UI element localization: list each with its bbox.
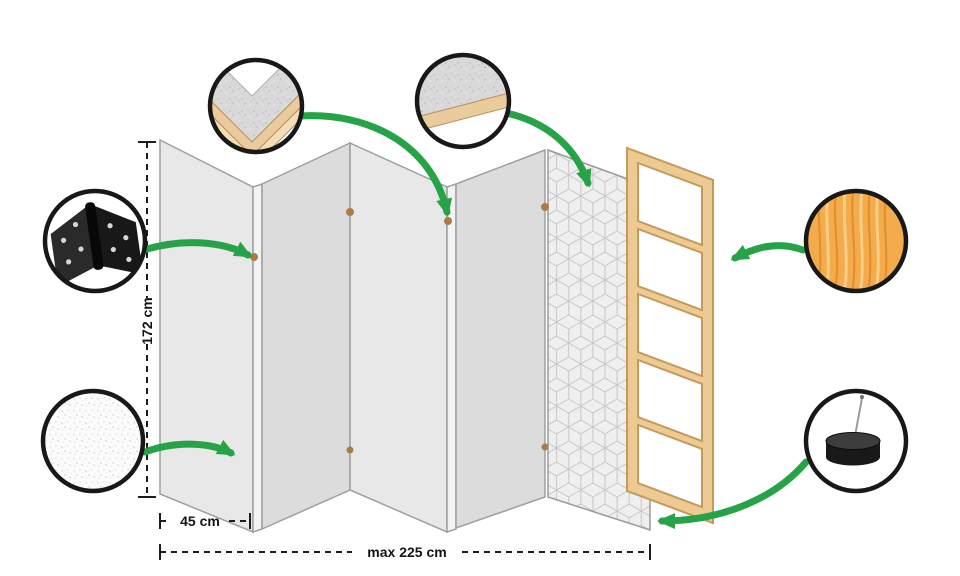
hinge-left-plate bbox=[50, 206, 95, 287]
wood-grain-light bbox=[824, 191, 830, 291]
fleece-texture bbox=[43, 391, 143, 491]
wood-grain-light bbox=[842, 191, 848, 291]
pine-wood-detail-icon bbox=[803, 188, 909, 294]
fleece-texture-detail-icon bbox=[40, 388, 146, 494]
surface-wood-batten bbox=[417, 91, 509, 133]
arrow-covered-surface bbox=[502, 109, 592, 188]
height-dim-label: 172 cm bbox=[139, 297, 155, 344]
screen-panel-3 bbox=[349, 141, 448, 534]
arrow-hinge bbox=[143, 239, 253, 259]
foot-pad-top bbox=[825, 432, 881, 450]
panel-edge-strip-1 bbox=[252, 182, 263, 534]
wood-grain-dark bbox=[851, 191, 856, 291]
panel-width-dim-ticks bbox=[159, 513, 251, 529]
hinge-screw-hole bbox=[110, 246, 116, 253]
screen-panel-2 bbox=[261, 141, 351, 531]
hinge-pin bbox=[541, 443, 549, 451]
hinge-screw-hole bbox=[61, 237, 67, 243]
hinge-screw-hole bbox=[78, 246, 84, 252]
textured-panel bbox=[547, 148, 651, 532]
max-width-dim-ticks bbox=[159, 544, 651, 560]
frame-corner-detail-icon bbox=[207, 57, 305, 155]
hinge-screw-hole bbox=[126, 256, 132, 263]
hinge-screw-hole bbox=[72, 221, 79, 228]
wooden-frame-ladder bbox=[626, 146, 714, 525]
ladder-gap bbox=[637, 292, 703, 378]
folding-screen bbox=[159, 138, 546, 534]
foot-pin bbox=[854, 397, 863, 437]
wood-grain-light bbox=[858, 191, 864, 291]
hinge-right-plate bbox=[94, 205, 144, 275]
callout-arrows bbox=[141, 109, 810, 529]
hinge-screw-hole bbox=[123, 235, 129, 241]
foot-pad-detail-icon bbox=[803, 388, 909, 494]
ladder-gap bbox=[637, 227, 703, 312]
ladder-gap bbox=[637, 161, 703, 247]
ladder-gap bbox=[637, 358, 703, 443]
arrow-fleece bbox=[141, 439, 236, 457]
arrow-frame-corner bbox=[296, 112, 453, 217]
hinge-screw-hole bbox=[66, 259, 72, 265]
hinge-pin bbox=[444, 217, 452, 225]
screen-panel-4 bbox=[455, 148, 546, 530]
panel-edge-strip-2 bbox=[446, 182, 457, 534]
surface-fabric bbox=[417, 55, 509, 119]
arrow-pine-wood bbox=[730, 242, 807, 262]
max-width-dim-label: max 225 cm bbox=[367, 544, 446, 560]
hinge-pin bbox=[346, 446, 354, 454]
height-dim-ticks bbox=[138, 141, 156, 498]
callout-covered-surface bbox=[414, 52, 512, 150]
ladder-gap bbox=[637, 423, 703, 509]
foot-pin-head bbox=[860, 395, 864, 399]
callout-pine-wood bbox=[803, 188, 909, 294]
covered-surface-detail-icon bbox=[414, 52, 512, 150]
foot-pad-bottom bbox=[826, 448, 880, 466]
wood-grain-dark bbox=[867, 191, 872, 291]
hinge-screw-hole bbox=[107, 223, 113, 229]
hinge-detail-icon bbox=[42, 188, 148, 294]
callout-hinge bbox=[42, 188, 148, 294]
hinge-pins bbox=[250, 203, 549, 454]
callout-foot-pad bbox=[803, 388, 909, 494]
callout-fleece bbox=[40, 388, 146, 494]
panel-width-dim-label: 45 cm bbox=[180, 513, 220, 529]
hinge-knuckle bbox=[85, 202, 104, 270]
arrow-foot-pad bbox=[657, 458, 810, 529]
dimension-annotations bbox=[138, 141, 651, 560]
callout-frame-corner bbox=[207, 57, 305, 155]
wood-grain-light bbox=[874, 191, 880, 291]
hinge-pin bbox=[541, 203, 549, 211]
hinge-pin bbox=[346, 208, 354, 216]
screen-panel-1 bbox=[159, 138, 254, 534]
wood-grain-dark bbox=[833, 191, 839, 291]
